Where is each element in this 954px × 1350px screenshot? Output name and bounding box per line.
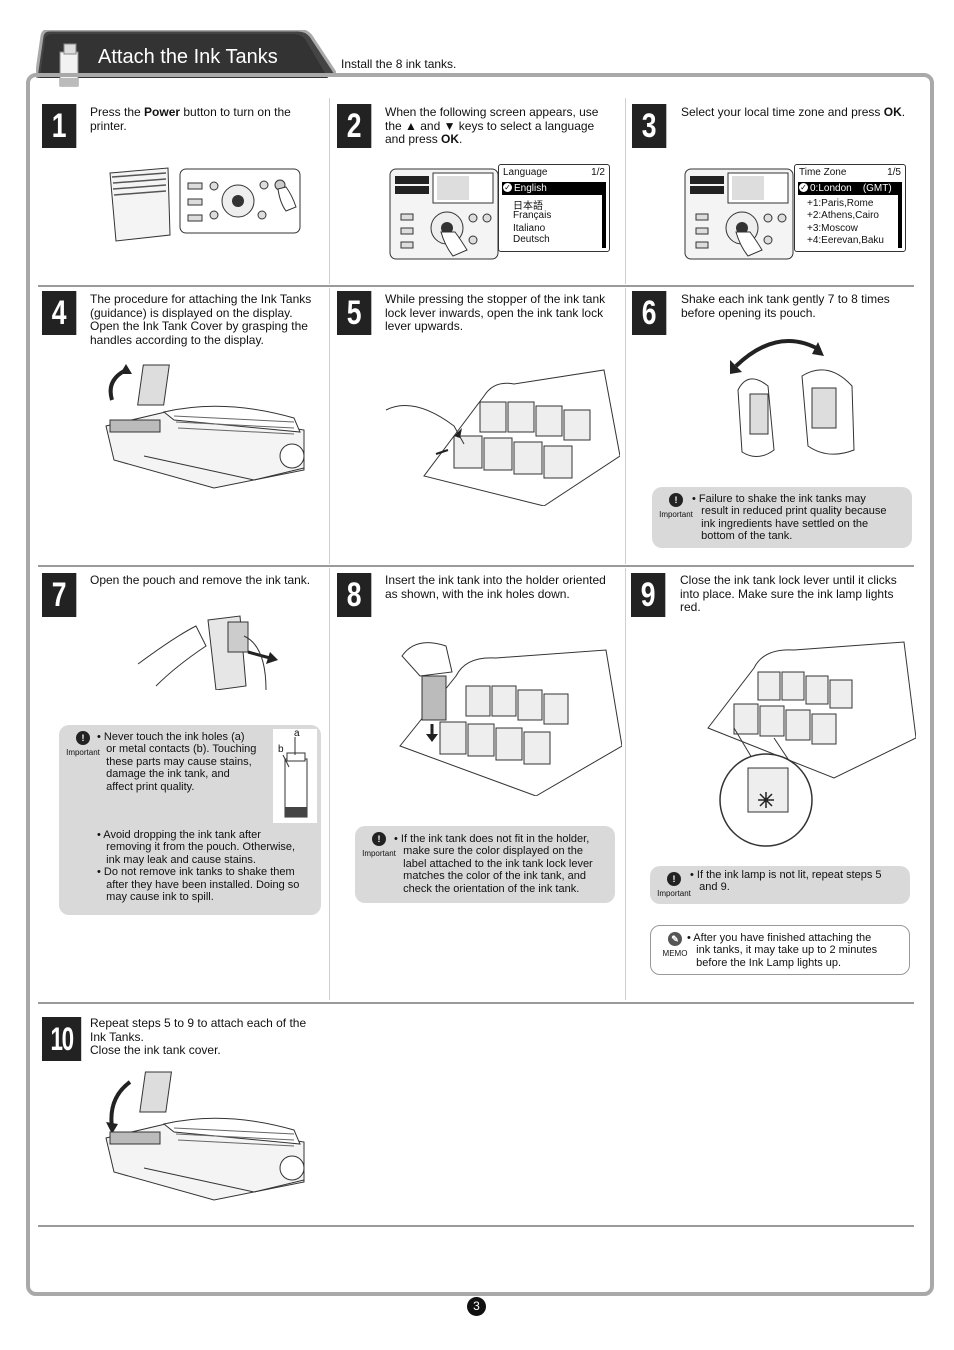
step-number: 5 [337,291,372,335]
step-2-text: When the following screen appears, use t… [385,105,599,147]
note-text: • Avoid dropping the ink tank after remo… [97,829,300,904]
step-number: 9 [631,573,666,617]
section-tab [36,30,336,78]
label-a: a [294,728,300,739]
column-divider [329,568,330,1000]
page-subtitle: Install the 8 ink tanks. [341,57,457,71]
screen-header: Time Zone [799,167,847,178]
printer-control-panel-illustration [109,167,301,242]
insert-ink-tank-illustration [399,642,622,796]
printer-open-cover-illustration [105,364,305,489]
step-5-text: While pressing the stopper of the ink ta… [385,292,606,334]
step-number: 3 [632,104,667,148]
scrollbar[interactable] [898,182,902,248]
step-6-text: Shake each ink tank gently 7 to 8 times … [681,292,890,320]
language-option-selected[interactable]: ✓English [502,182,602,195]
step-number: 8 [337,573,372,617]
printer-close-cover-illustration [105,1071,305,1201]
timezone-option[interactable]: +1:Paris,Rome [807,198,874,209]
timezone-selection-screen: Time Zone 1/5 ✓0:London (GMT) +1:Paris,Ro… [794,164,906,252]
step-3-text: Select your local time zone and press OK… [681,105,906,119]
note-text: • Never touch the ink holes (a) or metal… [97,731,257,793]
important-note-step-7: !Important • Never touch the ink holes (… [59,725,321,915]
step-number: 4 [42,291,77,335]
ink-tank-diagram [273,729,317,823]
ink-tank-icon [59,43,79,87]
step-1-text: Press the Power button to turn on the pr… [90,105,291,133]
timezone-option[interactable]: +2:Athens,Cairo [807,210,879,221]
step-9-text: Close the ink tank lock lever until it c… [680,573,897,615]
check-icon: ✓ [799,183,808,192]
timezone-option[interactable]: +3:Moscow [807,223,858,234]
important-icon: !Important [659,493,693,519]
important-icon: !Important [66,731,100,757]
remove-ink-tank-illustration [137,615,278,690]
close-lever-illustration [707,641,916,847]
ink-tank-lever-illustration [385,369,620,506]
note-text: • If the ink lamp is not lit, repeat ste… [690,869,882,894]
row-divider [38,1225,914,1227]
step-number: 7 [42,573,77,617]
column-divider [625,288,626,564]
page-title: Attach the Ink Tanks [98,46,278,68]
memo-icon: ✎MEMO [662,932,688,958]
language-option[interactable]: 日本語 [513,201,543,212]
column-divider [625,98,626,284]
important-icon: !Important [657,872,691,898]
page-number: 3 [467,1297,486,1316]
control-panel-illustration [389,168,499,260]
note-text: • If the ink tank does not fit in the ho… [394,833,593,895]
important-note-step-9: !Important • If the ink lamp is not lit,… [650,866,910,904]
step-10-text: Repeat steps 5 to 9 to attach each of th… [90,1016,307,1058]
language-selection-screen: Language 1/2 ✓English 日本語 Français Italia… [498,164,610,252]
step-number: 2 [337,104,372,148]
note-text: • After you have finished attaching the … [687,932,878,969]
scrollbar[interactable] [602,182,606,248]
timezone-option[interactable]: +4:Eerevan,Baku [807,235,884,246]
note-text: • Failure to shake the ink tanks may res… [692,493,887,543]
step-number: 6 [632,291,667,335]
memo-note: ✎MEMO • After you have finished attachin… [650,925,910,975]
row-divider [38,1002,914,1004]
column-divider [329,288,330,564]
screen-page-indicator: 1/2 [591,167,605,178]
step-7-text: Open the pouch and remove the ink tank. [90,573,311,587]
shake-ink-tank-illustration [730,339,855,457]
important-note-step-8: !Important • If the ink tank does not fi… [355,826,615,903]
control-panel-illustration [684,168,794,260]
content-frame [26,73,934,1296]
step-4-text: The procedure for attaching the Ink Tank… [90,292,312,347]
column-divider [625,568,626,1000]
important-icon: !Important [362,832,396,858]
timezone-option-selected[interactable]: ✓0:London (GMT) [798,182,898,195]
column-divider [329,98,330,284]
row-divider [38,565,914,567]
language-option[interactable]: Italiano [513,223,546,234]
check-icon: ✓ [503,183,512,192]
important-note-step-6: !Important • Failure to shake the ink ta… [652,487,912,548]
step-number: 1 [42,104,77,148]
step-number: 10 [42,1017,82,1061]
step-8-text: Insert the ink tank into the holder orie… [385,573,606,601]
language-option[interactable]: Deutsch [513,234,550,245]
screen-header: Language [503,167,548,178]
language-option[interactable]: Français [513,210,552,221]
screen-page-indicator: 1/5 [887,167,901,178]
row-divider [38,285,914,287]
label-b: b [278,744,284,755]
